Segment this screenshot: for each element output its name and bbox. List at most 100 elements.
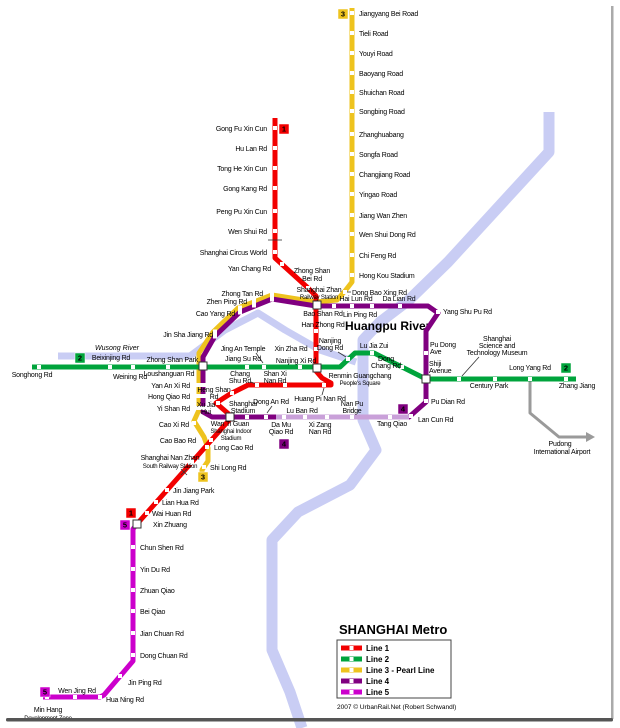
station-label: Shanghai Indoor [210, 429, 251, 435]
legend-item-label: Line 4 [366, 677, 390, 686]
station-marker [213, 329, 217, 339]
station-marker [350, 152, 354, 156]
station-label: Bei Rd [302, 276, 322, 283]
legend-swatch-station [349, 690, 354, 694]
station-marker [350, 132, 354, 136]
line-badge-number: 5 [43, 688, 47, 697]
station-marker [346, 357, 350, 361]
station-label: International Airport [534, 449, 591, 456]
station-marker [388, 415, 392, 419]
station-label: Da Mu [271, 422, 291, 429]
station-label: Hu Lan Rd [235, 146, 267, 153]
station-label: Shan Xi [263, 371, 287, 378]
station-label: Lan Cun Rd [418, 417, 454, 424]
station-label: Chi Feng Rd [359, 253, 396, 260]
interchange-station-marker [132, 519, 142, 529]
station-label: Xin Zha Rd [274, 346, 307, 353]
station-label: Shanghai Nan Zhan [141, 455, 200, 462]
station-marker [350, 109, 354, 113]
station-marker [350, 71, 354, 75]
station-label: Zhanghuabang [359, 132, 404, 139]
line-3 [191, 8, 355, 475]
station-marker [98, 695, 102, 699]
station-marker [280, 262, 284, 266]
station-label: Loushanguan Rd [144, 371, 195, 378]
station-marker [202, 465, 206, 469]
line-badge [39, 686, 51, 698]
line-badge [337, 8, 349, 20]
station-label: Cao Bao Rd [160, 438, 196, 445]
station-label: Nanjing [319, 338, 342, 345]
interchange-station-marker [421, 374, 431, 384]
station-marker [273, 209, 277, 213]
station-marker [131, 545, 135, 549]
station-label: Shanghai Zhan [297, 287, 342, 294]
station-marker [409, 414, 413, 418]
station-label: Wen Jing Rd [58, 688, 96, 695]
station-marker [350, 253, 354, 257]
station-label: Jian Chuan Rd [140, 631, 184, 638]
station-marker [264, 415, 268, 419]
station-label: Avenue [429, 368, 452, 375]
station-marker [166, 365, 170, 369]
legend-swatch-station [349, 679, 354, 683]
station-label: Pu Dian Rd [431, 399, 465, 406]
station-label: Science and [479, 343, 516, 350]
legend-swatch-station [349, 668, 354, 672]
station-marker [273, 186, 277, 190]
station-label: Ave [430, 349, 442, 356]
station-label: Hui [201, 409, 212, 416]
station-marker [325, 415, 329, 419]
station-marker [370, 304, 374, 308]
station-label: Shiji [429, 361, 442, 368]
line-badge [119, 519, 131, 531]
station-label: Nan Rd [264, 378, 287, 385]
station-label: Jin Jiang Park [173, 488, 215, 495]
station-label: Jiangyang Bei Road [359, 11, 418, 18]
station-label: Cao Yang Rd [196, 311, 235, 318]
station-label: Nan Rd [309, 429, 332, 436]
station-marker [457, 377, 461, 381]
pointer-line [180, 468, 188, 476]
station-label: Zhuan Qiao [140, 588, 175, 595]
line-5 [43, 522, 139, 700]
station-label: Cao Xi Rd [159, 422, 189, 429]
station-label: Pu Dong [430, 342, 456, 349]
station-marker [255, 383, 259, 387]
line-badge-number: 3 [341, 10, 345, 19]
station-marker [332, 304, 336, 308]
station-marker [37, 365, 41, 369]
station-marker [350, 213, 354, 217]
line-badge [197, 471, 209, 483]
station-label: Zhong Shan [294, 268, 330, 275]
station-label: Weining Rd [113, 374, 147, 381]
station-label: Pudong [549, 441, 572, 448]
station-marker [273, 229, 277, 233]
station-marker [165, 488, 169, 492]
line-badge [278, 438, 290, 450]
station-label: Zhen Ping Rd [207, 299, 248, 306]
station-label: Zhong Shan Park [147, 357, 199, 364]
station-label: Zhang Jiang [559, 383, 596, 390]
station-marker [238, 305, 242, 315]
station-marker [131, 609, 135, 613]
station-label: Changjiang Road [359, 172, 410, 179]
station-marker [350, 11, 354, 15]
station-label: Bao Shan Rd [303, 311, 343, 318]
station-label: Jiang Su Rd [225, 356, 261, 363]
line-badge-number: 4 [282, 440, 287, 449]
station-label: Gong Fu Xin Cun [216, 126, 267, 133]
station-marker [131, 567, 135, 571]
line-badge [397, 403, 409, 415]
station-label: Technology Museum [467, 350, 528, 357]
station-marker [131, 365, 135, 369]
line-badge-number: 5 [123, 521, 127, 530]
station-marker [564, 377, 568, 381]
line-badge [74, 352, 86, 364]
station-label: Jing An Temple [221, 346, 266, 353]
station-label: Shu Rd [229, 378, 251, 385]
station-label: Chang [230, 371, 250, 378]
frame-bottom-shadow [6, 718, 613, 722]
station-label: Shanghai Circus World [200, 250, 268, 257]
